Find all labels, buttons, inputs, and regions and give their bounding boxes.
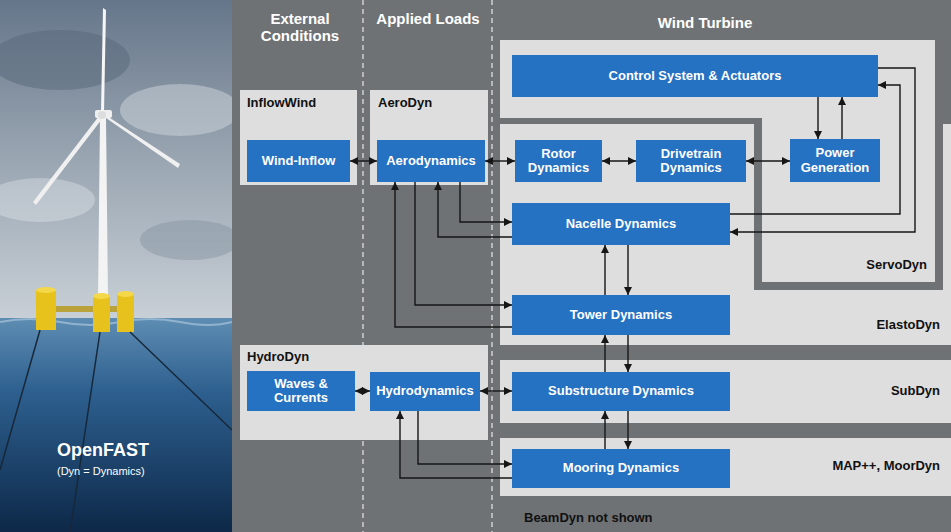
box-label: Hydrodynamics — [376, 384, 474, 398]
box-label: Waves & Currents — [252, 377, 350, 406]
module-panel: MAP++, MoorDyn Mooring Dynamics — [500, 438, 951, 496]
annotation-label: BeamDyn not shown — [524, 511, 653, 526]
module-name: HydroDyn — [247, 350, 309, 365]
connector-arrow — [395, 182, 512, 327]
box-label: Tower Dynamics — [570, 308, 672, 322]
connector-arrow — [841, 97, 842, 139]
module-panel: AeroDynAerodynamics — [370, 90, 488, 185]
process-box: Power Generation — [790, 139, 880, 182]
connector-arrow — [415, 182, 512, 305]
connector-arrow — [480, 390, 512, 391]
process-box: Aerodynamics — [377, 140, 485, 182]
process-box: Rotor Dynamics — [515, 140, 602, 182]
module-name: ElastoDyn — [876, 318, 940, 333]
process-box: Hydrodynamics — [370, 372, 480, 411]
box-label: Wind-Inflow — [262, 154, 336, 168]
process-box: Waves & Currents — [247, 371, 355, 411]
box-label: Power Generation — [795, 146, 875, 175]
box-label: Mooring Dynamics — [563, 461, 679, 475]
process-box: Substructure Dynamics — [512, 372, 730, 411]
annotation-label: (Dyn = Dynamics) — [57, 465, 145, 478]
annotation-label: OpenFAST — [57, 440, 149, 461]
process-box: Drivetrain Dynamics — [636, 140, 746, 182]
module-name: AeroDyn — [378, 96, 432, 111]
connector-arrow — [627, 335, 628, 372]
module-panel: InflowWindWind-Inflow — [240, 90, 357, 185]
module-name: MAP++, MoorDyn — [832, 459, 940, 474]
connector-arrow — [485, 160, 515, 161]
annotation-label: External Conditions — [238, 10, 362, 45]
module-name: SubDyn — [891, 384, 940, 399]
module-panel: HydroDynWaves & Currents Hydrodynamics — [240, 345, 488, 440]
box-label: Control System & Actuators — [609, 69, 782, 83]
connector-arrow — [350, 160, 377, 161]
module-name: ServoDyn — [866, 258, 927, 273]
connector-arrow — [604, 335, 605, 372]
annotation-label: Wind Turbine — [600, 14, 810, 31]
box-label: Rotor Dynamics — [520, 147, 597, 176]
connector-arrow — [627, 411, 628, 449]
connector-arrow — [604, 245, 605, 295]
box-label: Substructure Dynamics — [548, 384, 694, 398]
box-label: Drivetrain Dynamics — [641, 147, 741, 176]
process-box: Mooring Dynamics — [512, 449, 730, 488]
module-panel: ElastoDyn Rotor Dynamics Drivetrain Dynami… — [500, 124, 951, 345]
module-name: InflowWind — [247, 96, 316, 111]
box-label: Aerodynamics — [386, 154, 476, 168]
connector-arrow — [604, 411, 605, 449]
annotation-label: Applied Loads — [366, 10, 490, 27]
connector-arrow — [817, 97, 818, 139]
process-box: Nacelle Dynamics — [512, 203, 730, 245]
process-box: Control System & Actuators — [512, 55, 878, 97]
connector-arrow — [746, 160, 790, 161]
connector-arrow — [627, 245, 628, 295]
process-box: Wind-Inflow — [247, 140, 350, 182]
connector-arrow — [355, 390, 370, 391]
module-panel: SubDyn Substructure Dynamics — [500, 360, 951, 423]
box-label: Nacelle Dynamics — [566, 217, 677, 231]
process-box: Tower Dynamics — [512, 295, 730, 335]
connector-arrow — [602, 160, 636, 161]
module-panel-outline — [500, 124, 951, 345]
